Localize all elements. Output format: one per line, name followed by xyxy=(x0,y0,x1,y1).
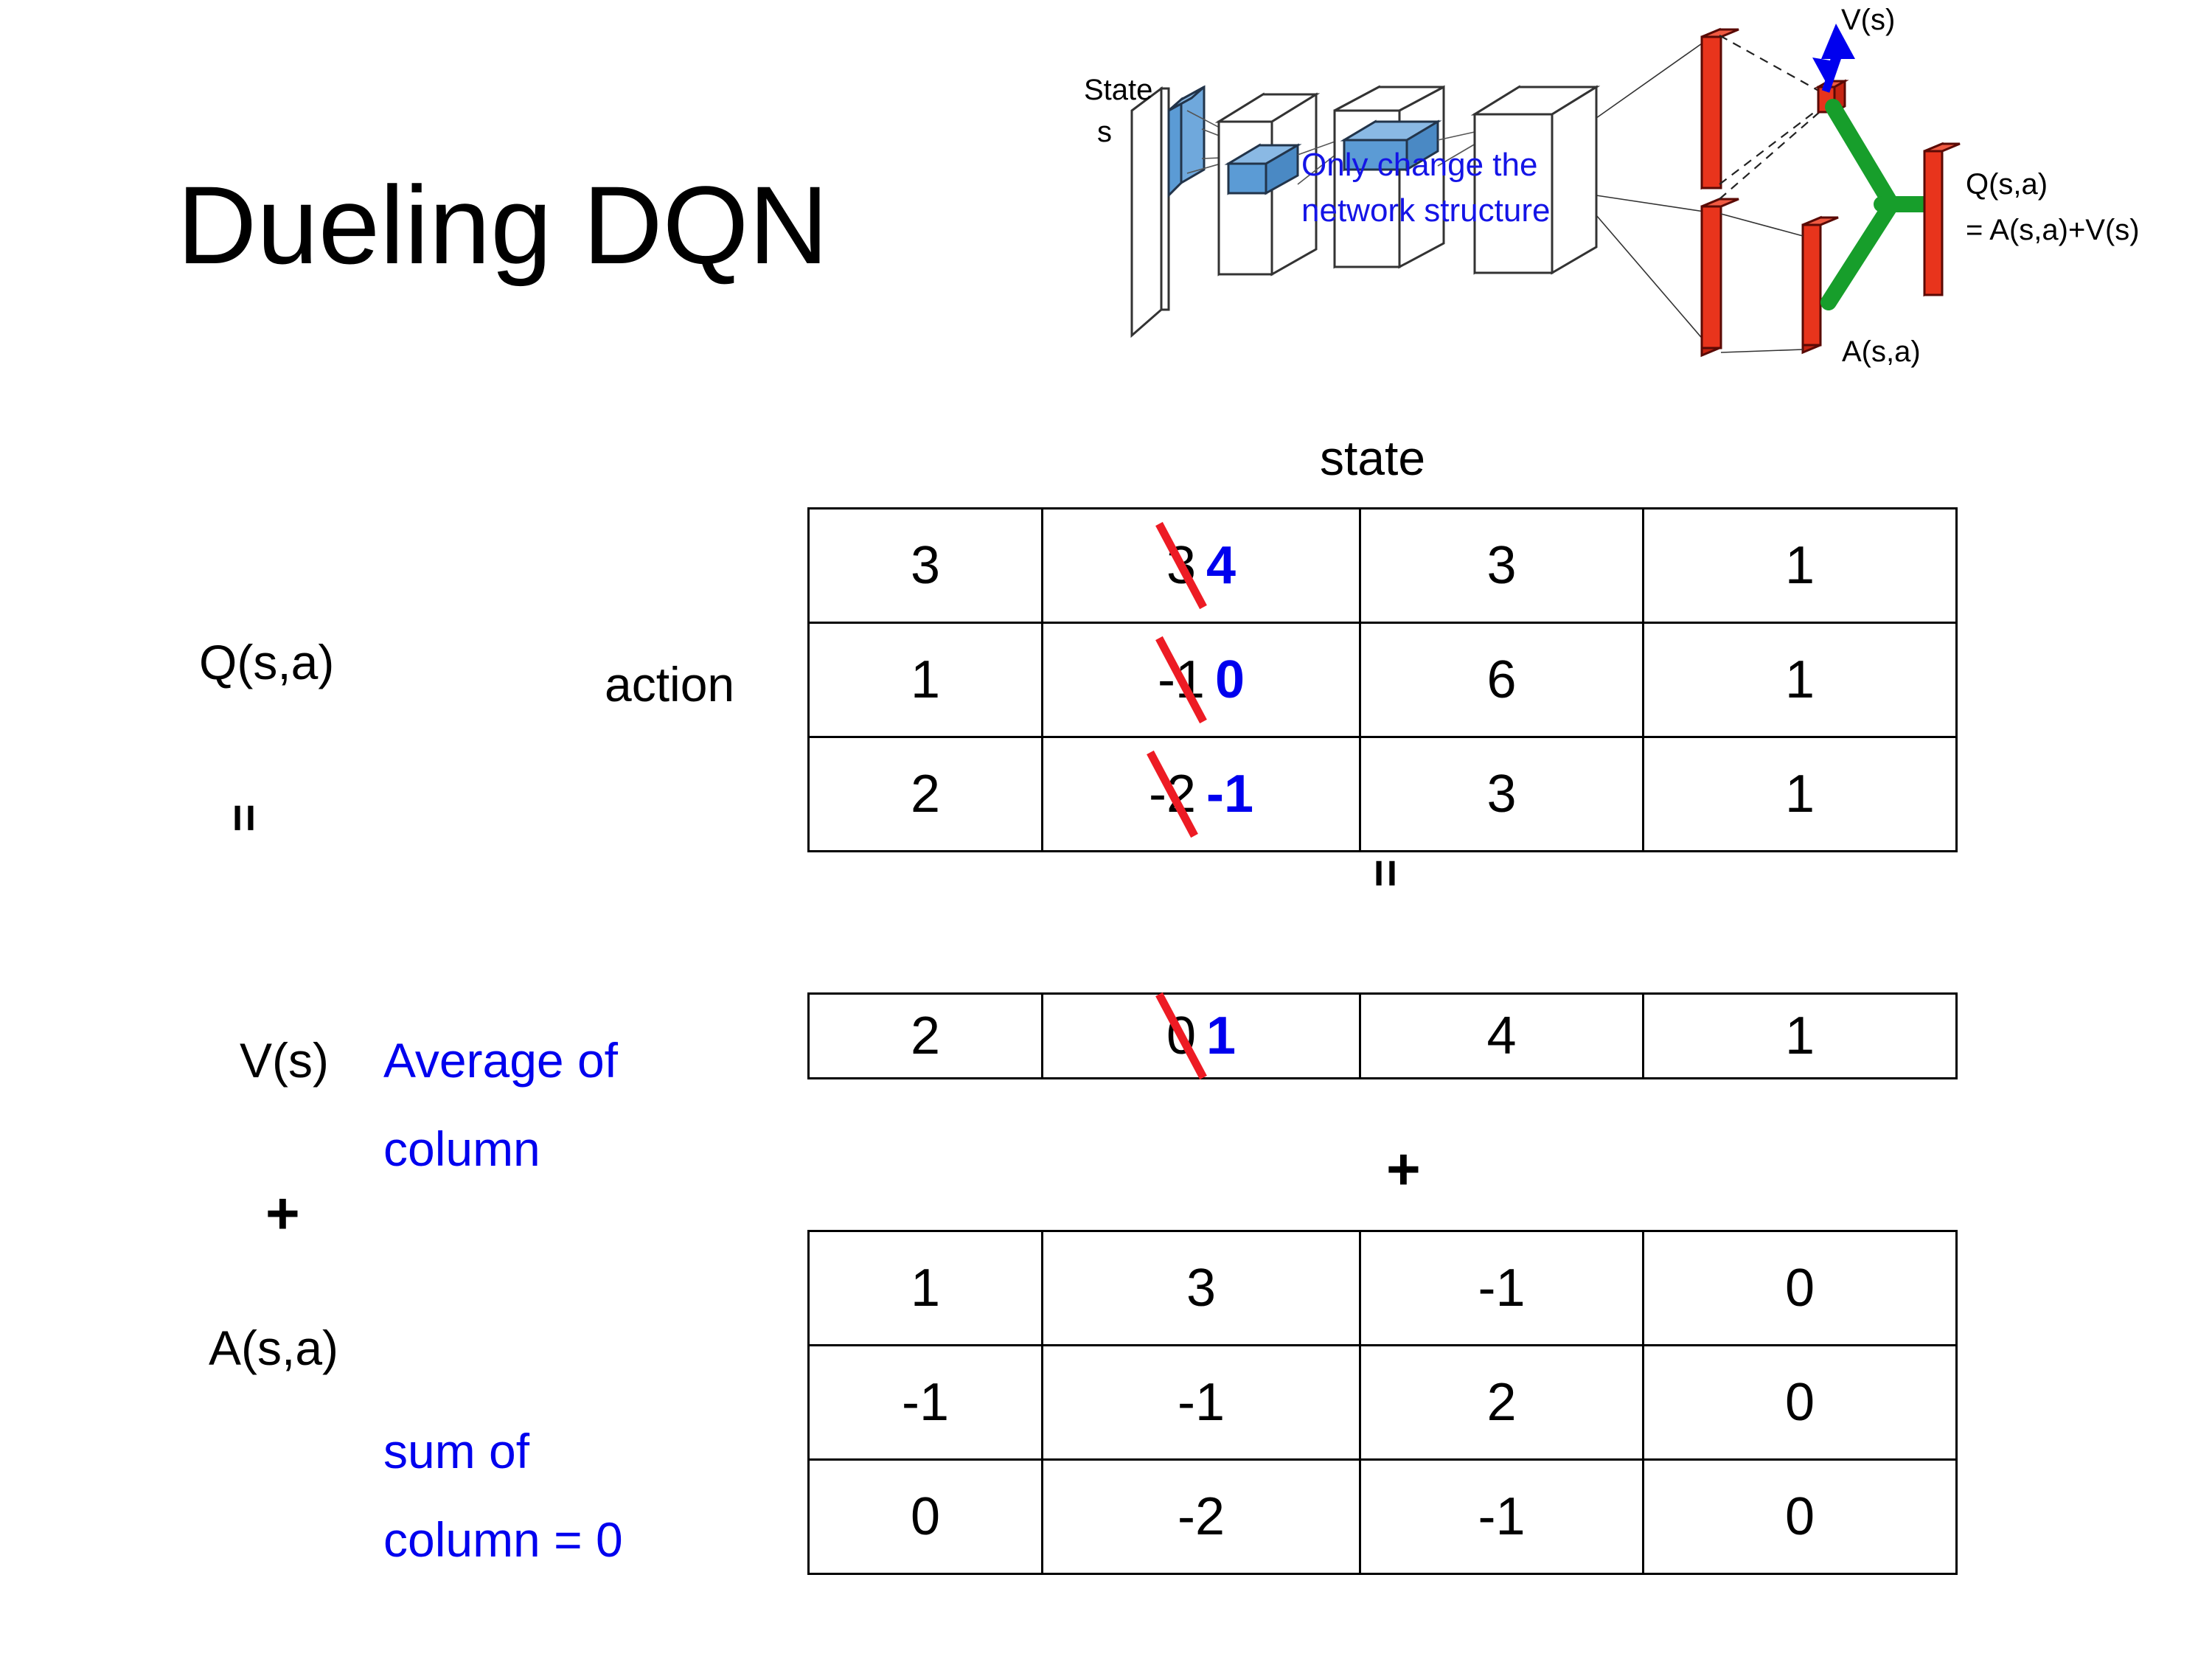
advantage-stream-bar-icon xyxy=(1700,197,1739,358)
q-cell-r0c0: 3 xyxy=(807,507,1043,624)
annotation-sum-line2: column = 0 xyxy=(383,1512,623,1567)
struck-value: 0 xyxy=(1155,992,1207,1080)
q-cell-r2c1: -2 -1 xyxy=(1041,736,1361,852)
feature-bar-2-icon xyxy=(1340,119,1442,172)
diagram-value-label: V(s) xyxy=(1841,4,1895,36)
q-cell-r1c2: 6 xyxy=(1359,622,1644,738)
table-row: 3 3 4 3 1 xyxy=(807,507,1958,624)
q-cell-r2c3: 1 xyxy=(1642,736,1958,852)
q-cell-r2c0: 2 xyxy=(807,736,1043,852)
table-row: 0 -2 -1 0 xyxy=(807,1458,1958,1575)
a-cell-r1c3: 0 xyxy=(1642,1344,1958,1461)
a-cell-r0c0: 1 xyxy=(807,1230,1043,1346)
diagram-note-line2: network structure xyxy=(1301,192,1550,229)
sum-junction-icon xyxy=(1820,99,1938,310)
edited-value: -1 0 xyxy=(1155,636,1245,724)
conv-layer-3-icon xyxy=(1470,85,1601,275)
struck-value: -2 xyxy=(1147,750,1198,838)
feature-bar-1-icon xyxy=(1224,143,1302,195)
a-cell-r2c1: -2 xyxy=(1041,1458,1361,1575)
equals-sign-middle: = xyxy=(1359,859,1413,888)
edited-value: 0 1 xyxy=(1155,992,1237,1080)
diagram-advantage-label: A(s,a) xyxy=(1842,335,1921,368)
axis-label-action: action xyxy=(605,657,735,712)
diagram-state-label-line1: State xyxy=(1084,74,1152,106)
q-cell-r0c1: 3 4 xyxy=(1041,507,1361,624)
label-v-function: V(s) xyxy=(240,1033,329,1088)
v-cell-r0c2: 4 xyxy=(1359,992,1644,1079)
axis-label-state: state xyxy=(1320,431,1426,485)
edited-value: 3 4 xyxy=(1155,521,1237,610)
q-cell-r0c3: 1 xyxy=(1642,507,1958,624)
a-cell-r1c2: 2 xyxy=(1359,1344,1644,1461)
input-block-icon xyxy=(1167,85,1206,198)
table-row: 1 3 -1 0 xyxy=(807,1230,1958,1346)
q-cell-r1c3: 1 xyxy=(1642,622,1958,738)
a-cell-r2c0: 0 xyxy=(807,1458,1043,1575)
input-plane-icon xyxy=(1130,86,1170,338)
table-row: 2 -2 -1 3 1 xyxy=(807,736,1958,852)
a-cell-r0c1: 3 xyxy=(1041,1230,1361,1346)
a-cell-r1c0: -1 xyxy=(807,1344,1043,1461)
struck-value: -1 xyxy=(1155,636,1207,724)
plus-sign-left: + xyxy=(265,1180,300,1246)
v-cell-r0c1: 0 1 xyxy=(1041,992,1361,1080)
value-arrow-icon xyxy=(1812,24,1855,93)
q-cell-r0c2: 3 xyxy=(1359,507,1644,624)
q-output-bar-icon xyxy=(1923,142,1961,297)
diagram-state-label-line2: s xyxy=(1097,116,1112,148)
corrected-value: -1 xyxy=(1206,765,1254,824)
q-cell-r1c1: -1 0 xyxy=(1041,622,1361,738)
a-cell-r1c1: -1 xyxy=(1041,1344,1361,1461)
diagram-q-label-line2: = A(s,a)+V(s) xyxy=(1966,214,2140,246)
plus-sign-middle: + xyxy=(1386,1136,1421,1202)
page-title: Dueling DQN xyxy=(177,163,829,287)
table-row: -1 -1 2 0 xyxy=(807,1344,1958,1461)
diagram-note-line1: Only change the xyxy=(1301,147,1537,183)
label-q-function: Q(s,a) xyxy=(199,635,335,689)
label-a-function: A(s,a) xyxy=(209,1321,339,1375)
annotation-average-line1: Average of xyxy=(383,1033,619,1088)
table-row: 2 0 1 4 1 xyxy=(807,992,1958,1080)
a-cell-r2c3: 0 xyxy=(1642,1458,1958,1575)
corrected-value: 4 xyxy=(1206,536,1237,595)
struck-value: 3 xyxy=(1155,521,1207,610)
q-cell-r2c2: 3 xyxy=(1359,736,1644,852)
a-cell-r2c2: -1 xyxy=(1359,1458,1644,1575)
a-value-table: 1 3 -1 0 -1 -1 2 0 0 -2 -1 0 xyxy=(807,1230,1958,1575)
annotation-average-line2: column xyxy=(383,1121,540,1176)
annotation-sum-line1: sum of xyxy=(383,1424,530,1478)
a-cell-r0c3: 0 xyxy=(1642,1230,1958,1346)
advantage-vector-bar-icon xyxy=(1801,215,1839,355)
dueling-network-diagram: State s Only change the network structur… xyxy=(1084,0,2212,413)
v-cell-r0c0: 2 xyxy=(807,992,1043,1079)
edited-value: -2 -1 xyxy=(1147,750,1254,838)
table-row: 1 -1 0 6 1 xyxy=(807,622,1958,738)
equals-sign-left: = xyxy=(218,804,272,832)
v-value-table: 2 0 1 4 1 xyxy=(807,992,1958,1080)
q-cell-r1c0: 1 xyxy=(807,622,1043,738)
a-cell-r0c2: -1 xyxy=(1359,1230,1644,1346)
corrected-value: 1 xyxy=(1206,1006,1237,1065)
diagram-q-label-line1: Q(s,a) xyxy=(1966,168,2048,201)
value-stream-bar-icon xyxy=(1700,27,1739,190)
corrected-value: 0 xyxy=(1214,650,1245,709)
v-cell-r0c3: 1 xyxy=(1642,992,1958,1079)
q-value-table: 3 3 4 3 1 1 -1 0 6 xyxy=(807,507,1958,852)
